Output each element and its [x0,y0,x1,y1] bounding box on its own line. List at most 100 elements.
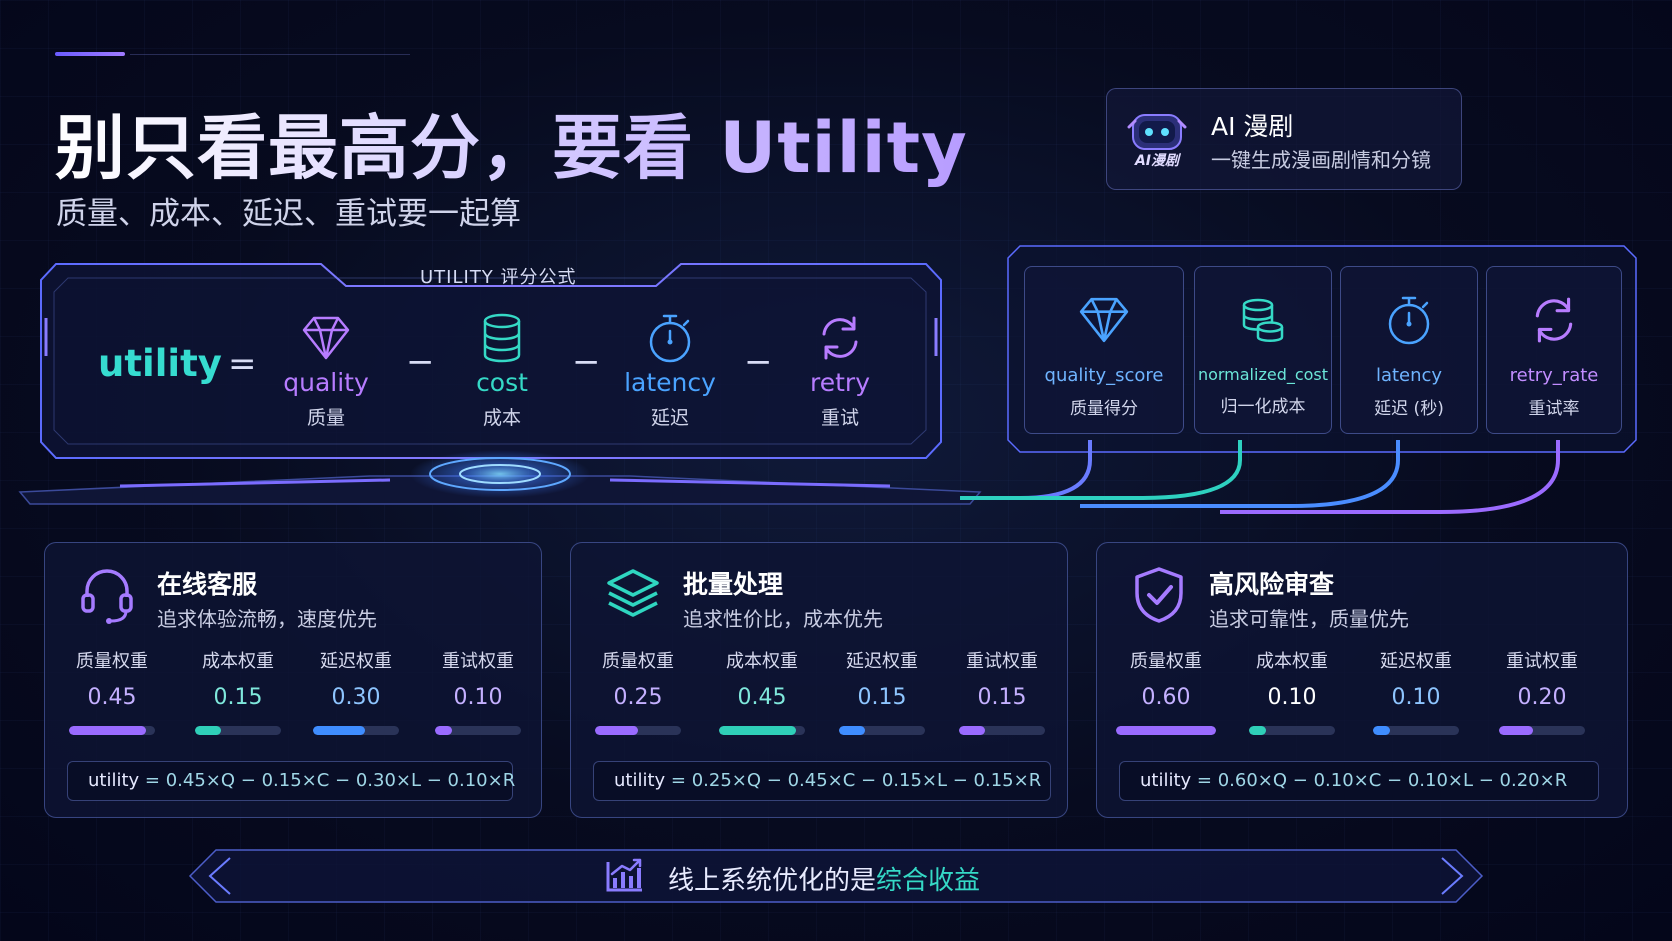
formula-term-retry: retry 重试 [770,312,910,430]
formula-minus: − [572,342,601,382]
formula-minus: − [406,342,435,382]
weight-bar-fill [69,726,147,735]
stopwatch-icon [600,312,740,364]
formula-term-cost: cost 成本 [432,312,572,430]
stopwatch-icon [1341,293,1477,347]
accent-bar [55,52,125,56]
formula-base-glow [18,450,982,505]
weight-bar-fill [1116,726,1216,735]
weight-value: 0.15 [857,685,907,710]
formula-tag: UTILITY 评分公式 [420,267,577,288]
formula-lhs: utility [614,770,666,791]
weight-value: 0.60 [1141,685,1191,710]
weight-label: 成本权重 [726,651,798,672]
formula-rhs: = 0.45×Q − 0.15×C − 0.30×L − 0.10×R [144,770,516,791]
weight-value: 0.10 [1391,685,1441,710]
weight-latency: 延迟权重 0.10 [1361,647,1471,735]
scenario-card-batch-processing[interactable]: 批量处理 追求性价比，成本优先 质量权重 0.25 成本权重 0.45 延迟权重… [570,542,1068,818]
scenario-subtitle: 追求可靠性，质量优先 [1209,607,1409,631]
term-label: 成本 [482,407,521,429]
scenario-title: 高风险审查 [1209,570,1335,599]
weight-label: 质量权重 [1130,651,1202,672]
metric-label: 质量得分 [1070,399,1138,419]
diamond-icon [256,312,396,364]
scenario-subtitle: 追求体验流畅，速度优先 [157,607,377,631]
term-label: 质量 [306,407,345,429]
weight-label: 重试权重 [442,651,514,672]
shield-check-icon [1127,563,1191,627]
footer-main-text: 线上系统优化的是 [668,866,877,896]
formula-lhs: utility [88,770,140,791]
weight-label: 延迟权重 [846,651,918,672]
weight-value: 0.20 [1517,685,1567,710]
scenario-formula: utility = 0.60×Q − 0.10×C − 0.10×L − 0.2… [1119,761,1599,801]
weight-bar-fill [313,726,365,735]
scenario-subtitle: 追求性价比，成本优先 [683,607,883,631]
weight-value: 0.45 [87,685,137,710]
weight-quality: 质量权重 0.25 [583,647,693,735]
metric-connectors [960,440,1560,514]
weight-value: 0.15 [977,685,1027,710]
weight-bar-track [1373,726,1459,735]
footer-text: 线上系统优化的是综合收益 [668,860,980,897]
weight-bar-track [719,726,805,735]
weight-retry: 重试权重 0.15 [947,647,1057,735]
weight-bar-track [195,726,281,735]
metric-card-retry-rate: retry_rate 重试率 [1486,266,1622,434]
refresh-icon [1487,293,1621,347]
weight-bar-track [595,726,681,735]
term-label: 延迟 [650,407,689,429]
formula-equals: = [228,344,257,384]
layers-icon [601,563,665,627]
weight-bar-fill [1499,726,1534,735]
weight-bar-track [959,726,1045,735]
weight-value: 0.30 [331,685,381,710]
weight-value: 0.25 [613,685,663,710]
weight-label: 成本权重 [1256,651,1328,672]
weight-label: 质量权重 [76,651,148,672]
weight-bar-fill [435,726,453,735]
footer-highlight: 综合收益 [876,866,981,896]
term-name: retry [810,368,870,397]
weight-bar-track [1116,726,1216,735]
metric-name: retry_rate [1509,365,1599,386]
weight-quality: 质量权重 0.45 [57,647,167,735]
metric-card-normalized-cost: normalized_cost 归一化成本 [1194,266,1332,434]
metric-card-quality-score: quality_score 质量得分 [1024,266,1184,434]
formula-rhs: = 0.25×Q − 0.45×C − 0.15×L − 0.15×R [670,770,1042,791]
svg-text:AI漫剧: AI漫剧 [1134,153,1182,169]
scenario-formula: utility = 0.45×Q − 0.15×C − 0.30×L − 0.1… [67,761,516,801]
weight-bar-track [1499,726,1585,735]
weight-bar-fill [839,726,865,735]
weight-label: 重试权重 [966,651,1038,672]
scenario-title: 批量处理 [683,570,784,599]
formula-term-quality: quality 质量 [256,312,396,430]
refresh-icon [770,312,910,364]
brand-card[interactable]: AI漫剧 AI 漫剧 一键生成漫画剧情和分镜 [1106,88,1462,190]
brand-name: AI 漫剧 [1211,112,1294,141]
weight-retry: 重试权重 0.20 [1487,647,1597,735]
metric-name: normalized_cost [1197,365,1329,384]
scenario-card-high-risk-review[interactable]: 高风险审查 追求可靠性，质量优先 质量权重 0.60 成本权重 0.10 延迟权… [1096,542,1628,818]
formula-lhs: utility [98,342,222,385]
weight-label: 重试权重 [1506,651,1578,672]
scenario-card-online-support[interactable]: 在线客服 追求体验流畅，速度优先 质量权重 0.45 成本权重 0.15 延迟权… [44,542,542,818]
formula-minus: − [744,342,773,382]
chart-up-icon [604,858,644,894]
weight-cost: 成本权重 0.15 [183,647,293,735]
diamond-icon [1025,293,1183,347]
weight-bar-fill [959,726,985,735]
formula-rhs: = 0.60×Q − 0.10×C − 0.10×L − 0.20×R [1196,770,1568,791]
weight-label: 成本权重 [202,651,274,672]
weight-bar-fill [1249,726,1267,735]
weight-bar-fill [595,726,638,735]
weight-value: 0.10 [1267,685,1317,710]
metric-card-latency: latency 延迟 (秒) [1340,266,1478,434]
page-title: 别只看最高分，要看 Utility [55,92,968,193]
database-icon [432,312,572,364]
weight-label: 延迟权重 [1380,651,1452,672]
weight-label: 延迟权重 [320,651,392,672]
scenario-formula: utility = 0.25×Q − 0.45×C − 0.15×L − 0.1… [593,761,1051,801]
weight-bar-track [69,726,155,735]
brand-description: 一键生成漫画剧情和分镜 [1211,148,1431,172]
